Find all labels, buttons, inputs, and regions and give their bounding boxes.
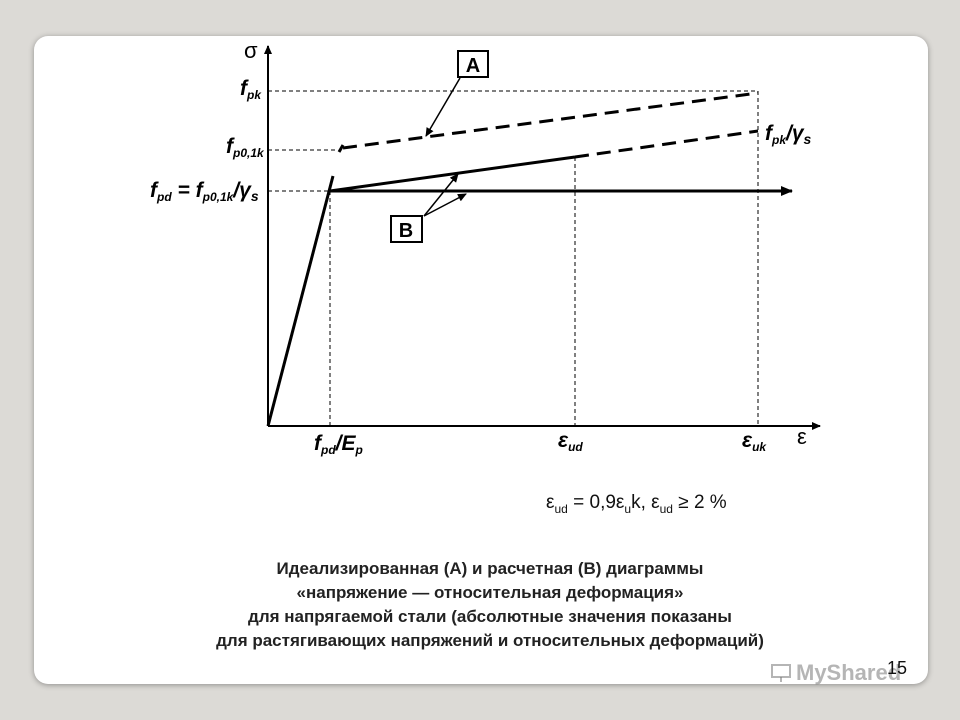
diagram-b-extension — [574, 129, 759, 159]
box-b — [390, 215, 423, 243]
box-b-label: B — [399, 220, 413, 242]
page-number: 15 — [887, 658, 908, 678]
elastic-line-dash — [337, 144, 345, 153]
pointer-b-1 — [423, 173, 459, 217]
pointer-b-2 — [423, 193, 467, 217]
slide-panel — [34, 36, 928, 684]
caption-line-1: Идеализированная (А) и расчетная (В) диа… — [276, 559, 704, 578]
presentation-icon — [771, 664, 791, 682]
label-eps-ud: εud — [558, 429, 583, 454]
elastic-line — [266, 175, 335, 427]
label-fpk: fpk — [240, 77, 262, 102]
label-eps-uk: εuk — [742, 429, 767, 454]
caption-line-3: для напрягаемой стали (абсолютные значен… — [248, 607, 732, 626]
sigma-label: σ — [244, 38, 258, 63]
pointer-a — [425, 77, 461, 137]
caption-line-4: для растягивающих напряжений и относител… — [216, 631, 764, 650]
diagram-a-line — [342, 91, 759, 150]
epsilon-label: ε — [797, 424, 807, 449]
watermark-text: MyShared — [796, 660, 902, 685]
caption-line-2: «напряжение — относительная деформация» — [296, 583, 684, 602]
strain-formula: εud = 0,9εuk, εud ≥ 2 % — [546, 492, 727, 516]
guide-lines — [268, 90, 759, 426]
label-fp01k: fp0,1k — [226, 135, 265, 160]
label-fpd: fpd = fp0,1k/γs — [150, 179, 259, 204]
figure-caption: Идеализированная (А) и расчетная (В) диа… — [90, 557, 890, 653]
watermark: MyShared — [770, 660, 901, 686]
box-a-label: A — [466, 55, 480, 77]
label-fpd-ep: fpd/Ep — [314, 432, 363, 457]
label-fpk-gamma: fpk/γs — [765, 122, 812, 147]
diagram-b-line — [329, 155, 576, 193]
box-a — [457, 50, 489, 78]
